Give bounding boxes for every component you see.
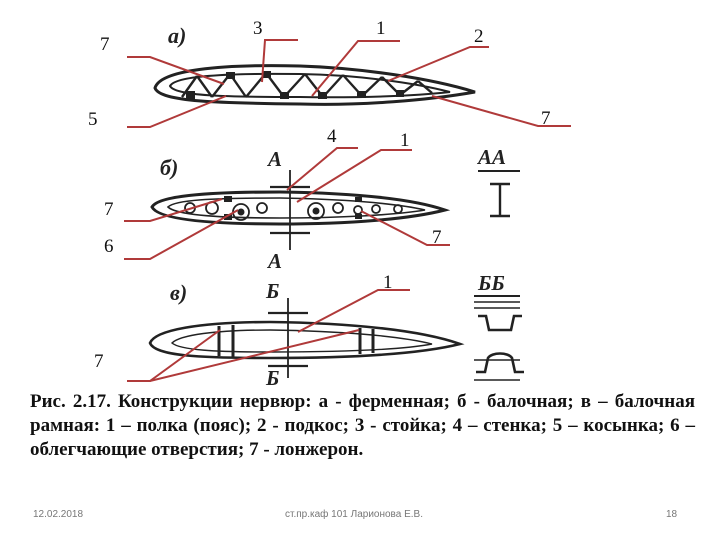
callout-6-holes: 6 [104, 236, 114, 257]
callout-1-flange-a: 1 [376, 18, 386, 39]
callout-2-brace: 2 [474, 26, 484, 47]
callout-7-spar-a-rear: 7 [541, 108, 551, 129]
footer-page-number: 18 [666, 509, 678, 520]
truss-rib [153, 64, 476, 106]
callout-1-flange-b: 1 [400, 130, 410, 151]
section-mark-b-top: Б [265, 279, 279, 303]
beam-rib [150, 170, 451, 250]
callout-3-strut: 3 [253, 18, 263, 39]
section-mark-a-bottom: А [266, 249, 282, 273]
callout-1-flange-c: 1 [383, 272, 393, 293]
callout-7-spar-b: 7 [104, 199, 114, 220]
variant-label-a: а) [168, 23, 186, 48]
variant-label-b: б) [160, 155, 178, 180]
callout-5-gusset: 5 [88, 109, 98, 130]
callout-7-spar-a: 7 [100, 34, 110, 55]
variant-label-c: в) [170, 280, 187, 305]
framed-beam-rib [148, 298, 465, 378]
footer-author: ст.пр.каф 101 Ларионова Е.В. [285, 509, 423, 520]
callout-7-spar-c: 7 [94, 351, 104, 372]
leader-lines [124, 39, 571, 382]
section-mark-b-bottom: Б [265, 366, 279, 390]
figure-caption: Рис. 2.17. Конструкции нервюр: а - ферме… [30, 391, 695, 460]
section-view-bb-label: ББ [477, 271, 505, 295]
callout-4-web: 4 [327, 126, 337, 147]
section-view-bb [474, 295, 524, 381]
section-view-aa [478, 170, 520, 218]
section-mark-a-top: А [266, 147, 282, 171]
callout-7-spar-b-rear: 7 [432, 227, 442, 248]
section-view-aa-label: АА [476, 145, 506, 169]
footer-date: 12.02.2018 [33, 509, 84, 520]
